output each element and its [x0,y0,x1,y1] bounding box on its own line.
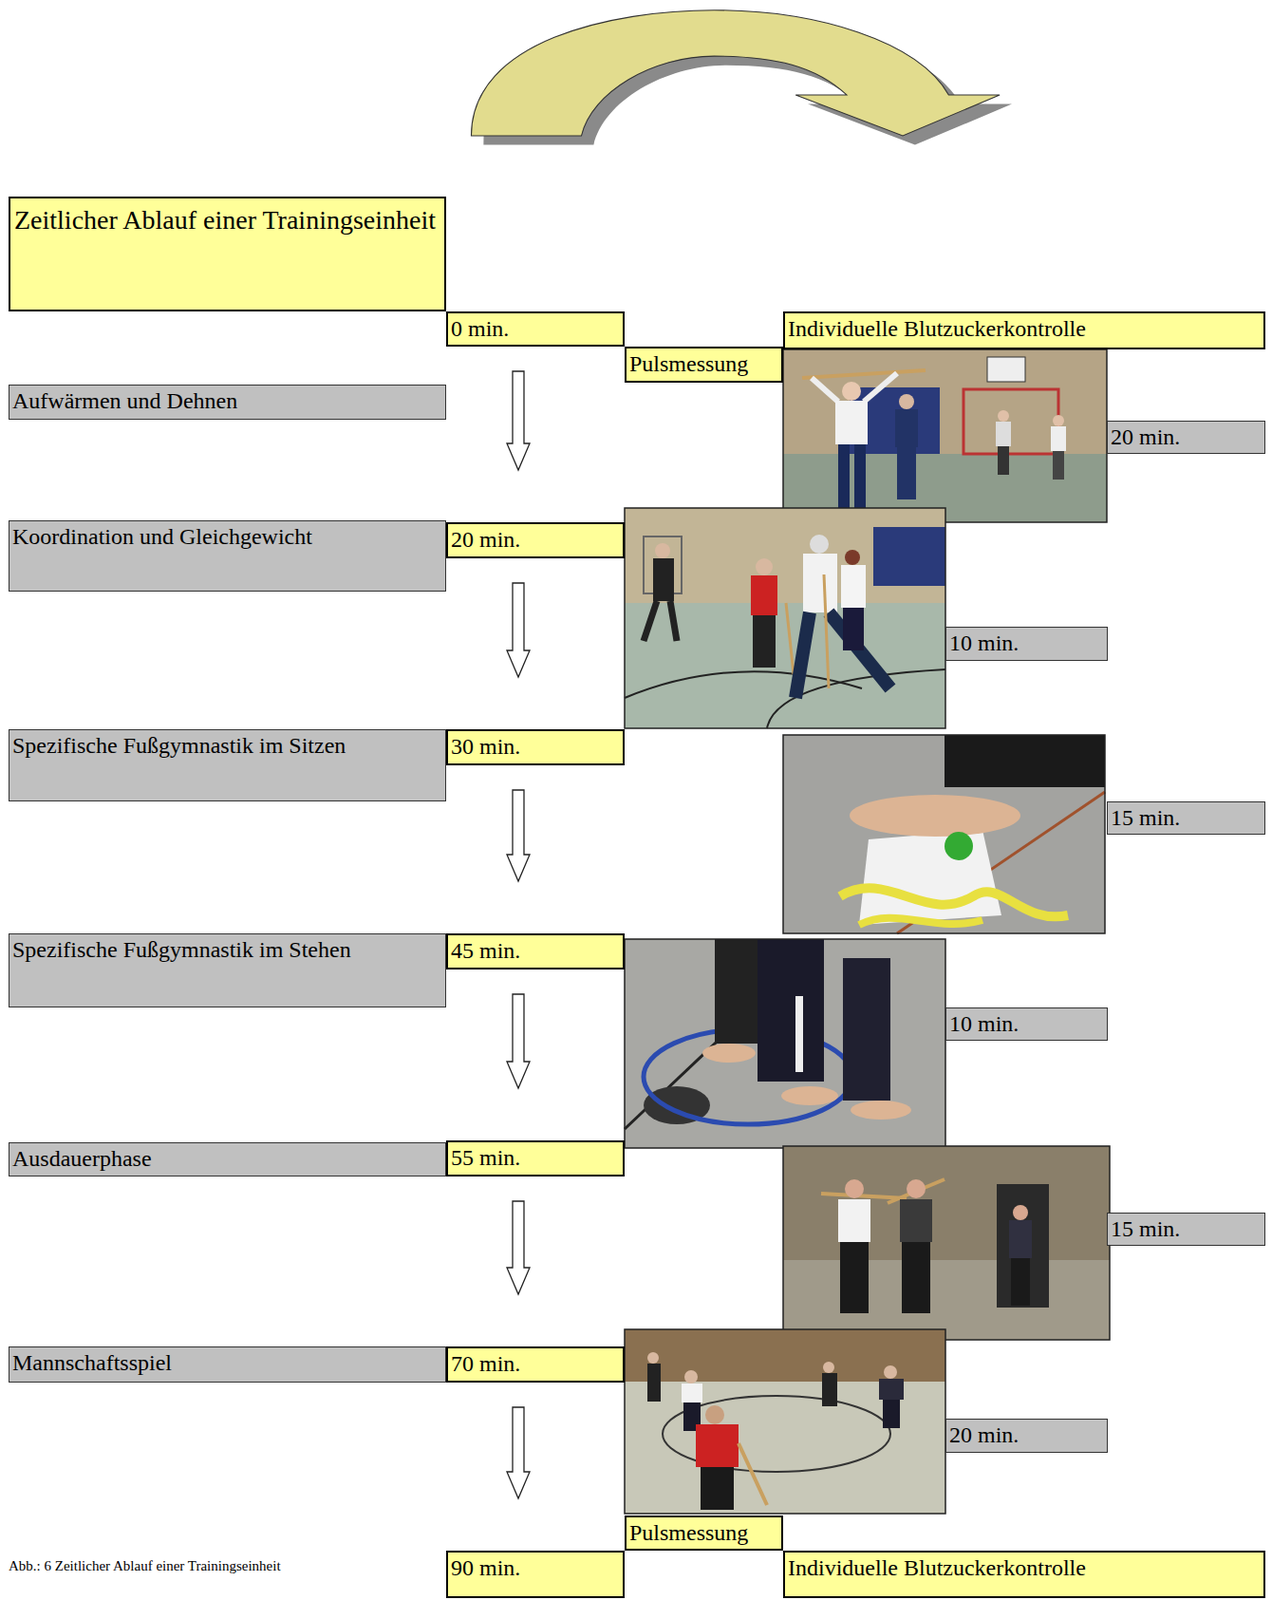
node-label: 0 min. [450,315,620,343]
node-label: Spezifische Fußgymnastik im Stehen [12,935,443,964]
time-marker: 0 min. [446,311,625,347]
photo-coordination [624,507,946,729]
node-label: Individuelle Blutzuckerkontrolle [787,1553,1261,1582]
node-label: 20 min. [949,1421,1104,1449]
flow-arrow [506,1406,530,1498]
flow-arrow [506,993,530,1088]
flow-arrow [506,1200,530,1294]
node-label: 30 min. [450,732,620,761]
node-label: Pulsmessung [629,1518,779,1547]
measurement-box: Pulsmessung [624,346,784,383]
node-label: Individuelle Blutzuckerkontrolle [787,315,1261,343]
node-label: Aufwärmen und Dehnen [12,387,443,415]
phase-box: Mannschaftsspiel [8,1346,447,1383]
node-label: 55 min. [450,1143,620,1172]
check-box: Individuelle Blutzuckerkontrolle [783,311,1266,350]
time-marker: 30 min. [446,729,625,766]
node-label: 15 min. [1110,804,1262,832]
node-label: Ausdauerphase [12,1144,443,1173]
phase-box: Koordination und Gleichgewicht [8,520,447,592]
measurement-box: Pulsmessung [624,1515,784,1551]
node-label: Mannschaftsspiel [12,1348,443,1377]
phase-box: Spezifische Fußgymnastik im Sitzen [8,729,447,802]
duration-box: 10 min. [945,626,1108,661]
flow-arrow [506,371,530,470]
duration-box: 15 min. [1106,1212,1266,1246]
title-box: Zeitlicher Ablauf einer Trainingseinheit [8,196,447,312]
curved-arrow [470,10,1012,146]
node-label: Koordination und Gleichgewicht [12,523,443,551]
node-label: 15 min. [1110,1215,1262,1243]
node-label: 10 min. [949,1010,1104,1038]
photo-foot-sitting [783,734,1105,934]
photo-team-game [624,1328,946,1514]
time-marker: 70 min. [446,1346,625,1383]
title: Zeitlicher Ablauf einer Trainingseinheit [14,204,441,237]
time-marker: 20 min. [446,522,625,559]
duration-box: 15 min. [1106,801,1266,835]
node-label: 10 min. [949,629,1104,657]
phase-box: Spezifische Fußgymnastik im Stehen [8,933,447,1008]
caption: Abb.: 6 Zeitlicher Ablauf einer Training… [8,1556,284,1574]
node-label: 20 min. [1110,423,1262,451]
duration-box: 20 min. [1106,420,1266,454]
node-label: 20 min. [450,525,620,554]
node-label: 90 min. [450,1553,620,1582]
duration-box: 20 min. [945,1418,1108,1453]
check-box: Individuelle Blutzuckerkontrolle [783,1550,1266,1598]
duration-box: 10 min. [945,1007,1108,1041]
phase-box: Ausdauerphase [8,1141,447,1177]
node-label: 70 min. [450,1349,620,1378]
time-marker: 55 min. [446,1140,625,1177]
time-marker: 45 min. [446,933,625,970]
node-label: Pulsmessung [629,350,779,378]
flow-arrow [506,582,530,677]
phase-box: Aufwärmen und Dehnen [8,384,447,420]
photo-foot-standing [624,938,946,1148]
photo-endurance [783,1145,1110,1340]
node-label: 45 min. [450,936,620,965]
flow-arrow [506,789,530,881]
time-marker: 90 min. [446,1550,625,1598]
photo-warmup [783,349,1107,523]
node-label: Spezifische Fußgymnastik im Sitzen [12,731,443,760]
